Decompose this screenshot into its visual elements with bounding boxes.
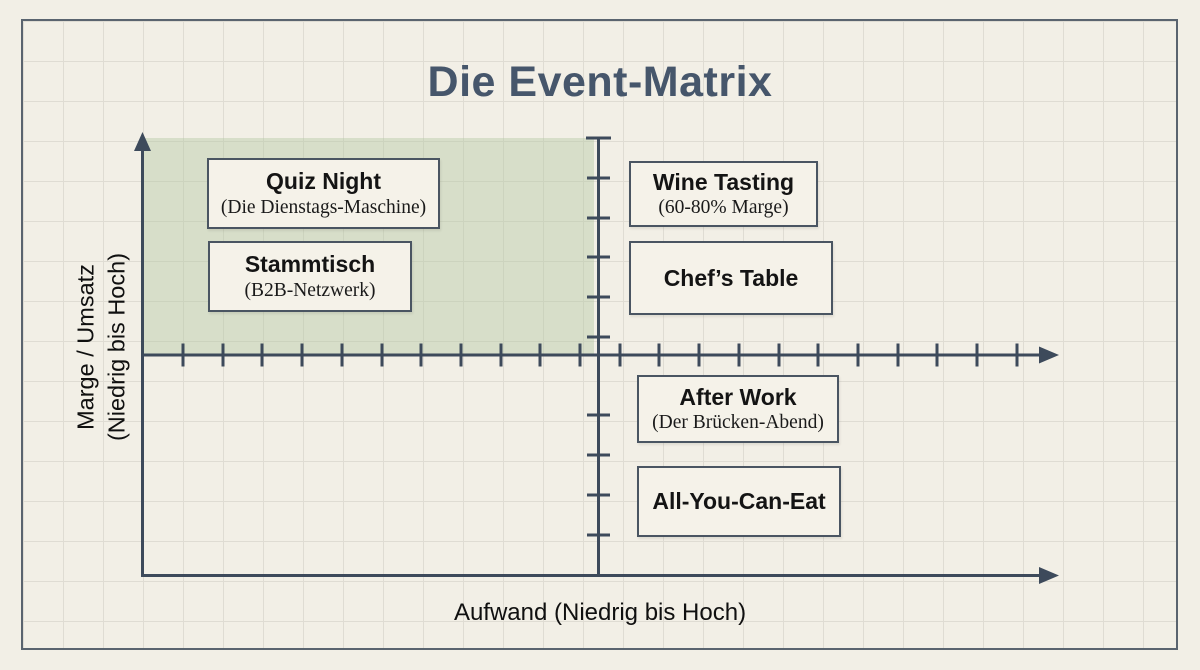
event-box-title: Stammtisch (244, 251, 376, 278)
event-box-after-work: After Work (Der Brücken-Abend) (637, 375, 839, 443)
y-axis-label-line2: (Niedrig bis Hoch) (103, 252, 129, 442)
event-box-stammtisch: Stammtisch (B2B-Netzwerk) (208, 241, 412, 312)
event-box-subtitle: (Die Dienstags-Maschine) (220, 196, 427, 218)
event-box-title: After Work (679, 383, 797, 410)
event-box-subtitle: (60-80% Marge) (658, 197, 789, 219)
event-box-quiz-night: Quiz Night (Die Dienstags-Maschine) (207, 158, 440, 229)
event-box-title: All-You-Can-Eat (652, 488, 826, 515)
event-box-title: Wine Tasting (652, 168, 795, 195)
event-box-title: Quiz Night (266, 168, 381, 195)
x-axis-label: Aufwand (Niedrig bis Hoch) (453, 599, 747, 626)
mid-axis-arrowhead (1039, 346, 1059, 364)
event-box-title: Chef’s Table (663, 264, 799, 291)
page-title: Die Event-Matrix (427, 58, 773, 106)
x-axis-arrowhead (1039, 567, 1059, 584)
mid-horizontal-axis-ticks (181, 343, 1019, 367)
mid-vertical-axis-ticks (587, 176, 610, 537)
event-box-all-you-can-eat: All-You-Can-Eat (637, 466, 841, 537)
y-axis-arrowhead (134, 132, 151, 151)
event-box-subtitle: (Der Brücken-Abend) (652, 412, 824, 434)
y-axis-label: Marge / Umsatz (Niedrig bis Hoch) (70, 253, 131, 441)
event-box-wine-tasting: Wine Tasting (60-80% Marge) (629, 161, 818, 227)
y-axis-label-line1: Marge / Umsatz (72, 264, 99, 430)
event-box-subtitle: (B2B-Netzwerk) (244, 279, 376, 301)
event-box-chefs-table: Chef’s Table (629, 241, 833, 315)
